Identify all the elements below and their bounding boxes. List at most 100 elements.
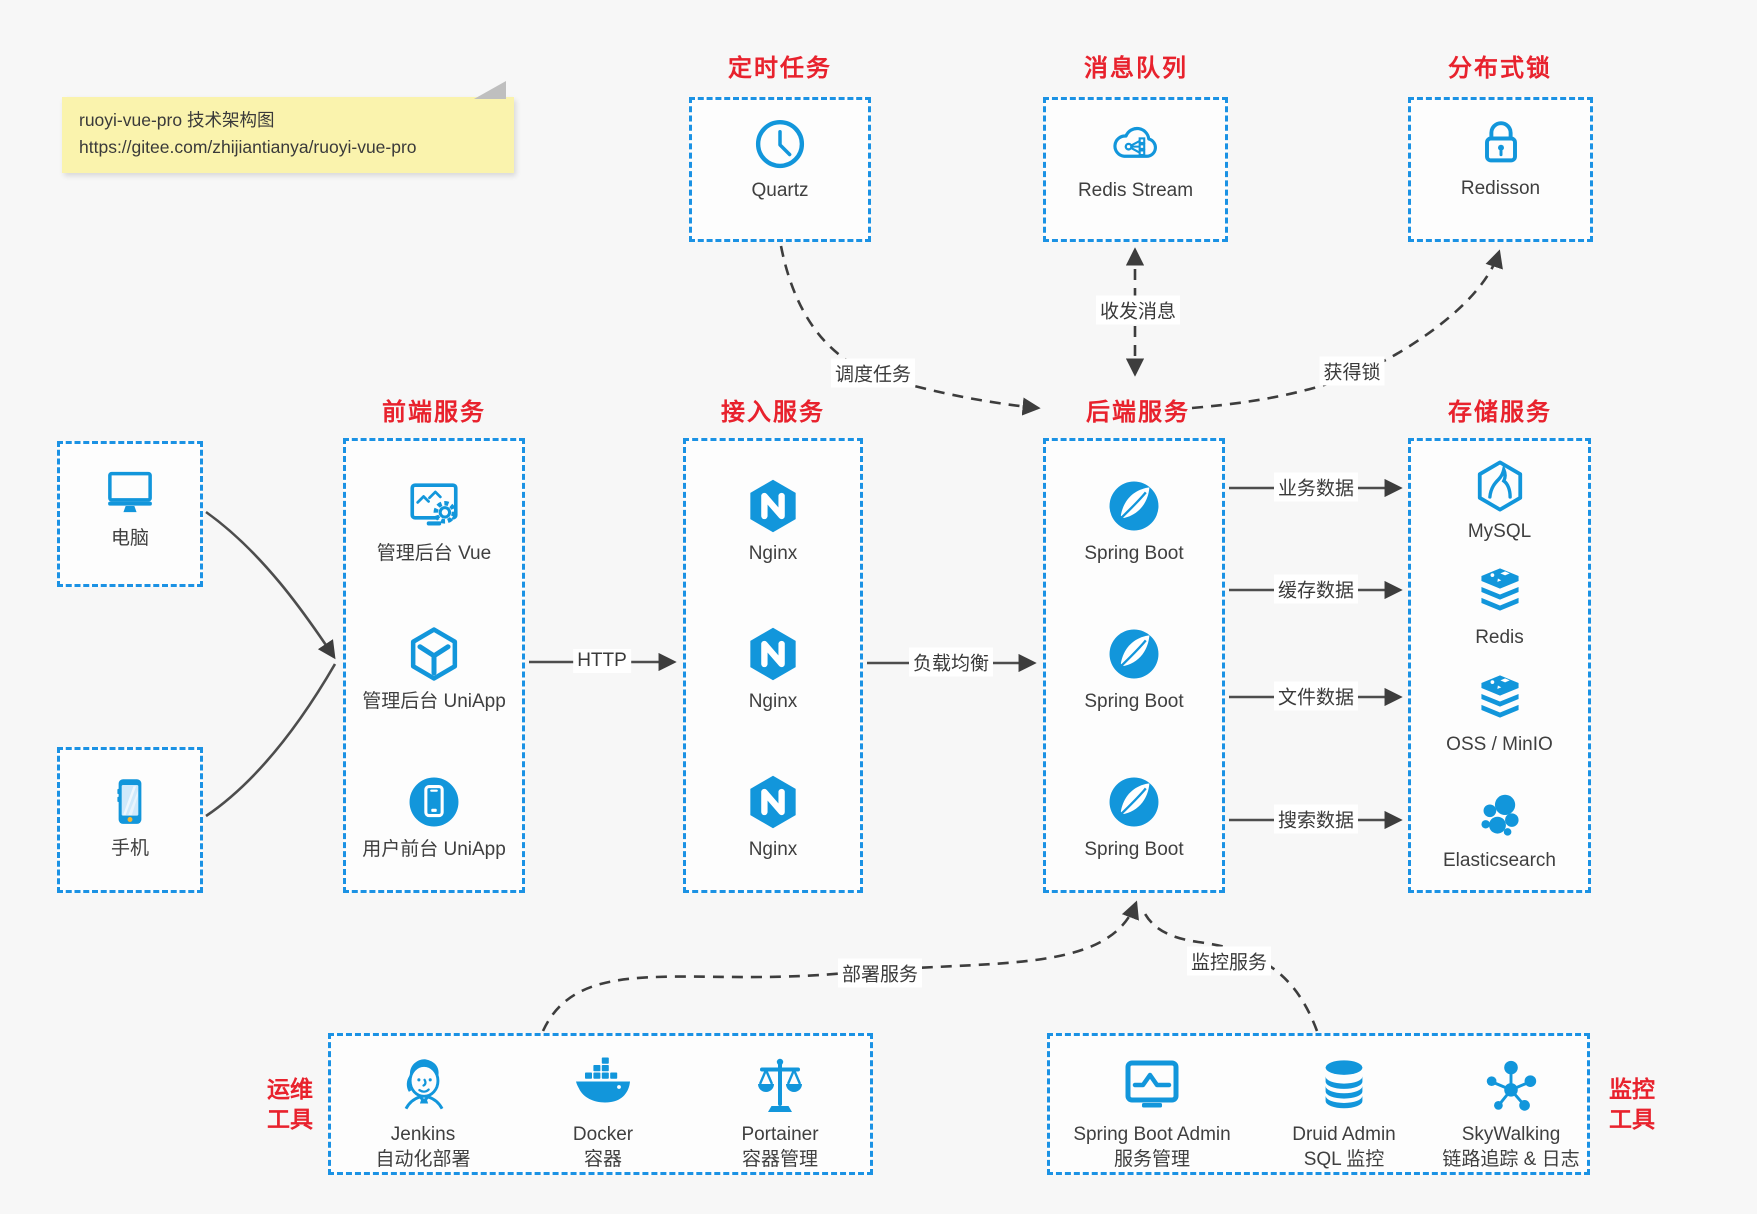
node-mobile: 手机 xyxy=(60,774,200,861)
user-uniapp-icon xyxy=(346,773,522,831)
title-scheduled-jobs: 定时任务 xyxy=(728,55,832,82)
node-label: Quartz xyxy=(751,180,809,201)
edge-label-file: 文件数据 xyxy=(1273,681,1359,711)
node-label: 管理后台 Vue xyxy=(376,543,492,564)
box-mobile-client: 手机 xyxy=(57,747,203,893)
lock-icon xyxy=(1411,114,1590,170)
spring-icon xyxy=(1046,773,1222,831)
node-portainer: Portainer 容器管理 xyxy=(670,1050,890,1172)
uniapp-cube-icon xyxy=(346,625,522,683)
edge-label-cache: 缓存数据 xyxy=(1273,574,1359,604)
label-ops-line1: 运维 xyxy=(267,1076,313,1102)
title-frontend-services: 前端服务 xyxy=(382,399,486,426)
box-ops-tools: Jenkins 自动化部署 Docker 容器 xyxy=(328,1033,873,1175)
clock-icon xyxy=(692,116,868,172)
title-backend-services: 后端服务 xyxy=(1086,399,1190,426)
edge-mobile-to-frontend xyxy=(205,663,337,818)
node-label: Spring Boot xyxy=(1084,691,1184,712)
node-name: Jenkins xyxy=(390,1124,456,1145)
node-jenkins: Jenkins 自动化部署 xyxy=(313,1050,533,1172)
node-label: Nginx xyxy=(748,691,798,712)
sticky-note-fold-icon xyxy=(474,81,506,99)
edge-label-load-balance: 负载均衡 xyxy=(908,647,994,677)
node-skywalking: SkyWalking 链路追踪 & 日志 xyxy=(1401,1050,1621,1172)
box-pc-client: 电脑 xyxy=(57,441,203,587)
spring-icon xyxy=(1046,477,1222,535)
node-desc: 链路追踪 & 日志 xyxy=(1442,1149,1580,1170)
edge-label-message: 收发消息 xyxy=(1095,295,1181,325)
node-nginx-1: Nginx xyxy=(686,477,860,566)
docker-icon xyxy=(493,1050,713,1122)
node-elasticsearch: Elasticsearch xyxy=(1411,788,1588,873)
label-ops-tools: 运维 工具 xyxy=(267,1074,313,1134)
edge-label-monitor: 监控服务 xyxy=(1186,946,1272,976)
node-label: Spring Boot xyxy=(1084,543,1184,564)
label-monitor-line1: 监控 xyxy=(1609,1076,1655,1102)
node-name: Druid Admin xyxy=(1292,1124,1396,1145)
label-ops-line2: 工具 xyxy=(267,1106,313,1132)
node-redis: Redis xyxy=(1411,565,1588,650)
node-redisson: Redisson xyxy=(1411,114,1590,201)
title-gateway-services: 接入服务 xyxy=(721,399,825,426)
node-springboot-3: Spring Boot xyxy=(1046,773,1222,862)
box-monitor-tools: Spring Boot Admin 服务管理 Druid Admin SQL 监… xyxy=(1047,1033,1590,1175)
node-pc: 电脑 xyxy=(60,464,200,551)
admin-vue-icon xyxy=(346,477,522,535)
cloud-stream-icon xyxy=(1046,116,1225,172)
node-desc: 自动化部署 xyxy=(375,1149,471,1170)
node-label: MySQL xyxy=(1467,521,1532,542)
node-label: 管理后台 UniApp xyxy=(362,691,506,712)
node-quartz: Quartz xyxy=(692,116,868,203)
node-name: Docker xyxy=(572,1124,634,1145)
label-monitor-line2: 工具 xyxy=(1609,1106,1655,1132)
node-label: Redisson xyxy=(1460,178,1541,199)
box-redisson: Redisson xyxy=(1408,97,1593,242)
node-name: Spring Boot Admin xyxy=(1073,1124,1231,1145)
admin-monitor-icon xyxy=(1042,1050,1262,1122)
edge-label-deploy: 部署服务 xyxy=(837,958,923,988)
edge-label-business: 业务数据 xyxy=(1273,472,1359,502)
spring-icon xyxy=(1046,625,1222,683)
label-monitor-tools: 监控 工具 xyxy=(1609,1074,1655,1134)
box-redis-stream: Redis Stream xyxy=(1043,97,1228,242)
edge-label-lock: 获得锁 xyxy=(1319,356,1385,386)
node-oss-minio: OSS / MinIO xyxy=(1411,672,1588,757)
title-distributed-lock: 分布式锁 xyxy=(1448,55,1552,82)
node-label: 手机 xyxy=(110,838,149,859)
edge-label-schedule: 调度任务 xyxy=(830,358,916,388)
portainer-icon xyxy=(670,1050,890,1122)
node-name: Portainer xyxy=(741,1124,819,1145)
node-label: 用户前台 UniApp xyxy=(362,839,506,860)
title-storage-services: 存储服务 xyxy=(1448,399,1552,426)
box-storage: MySQL Redis xyxy=(1408,438,1591,893)
node-desc: 容器管理 xyxy=(741,1149,818,1170)
nginx-icon xyxy=(686,773,860,831)
title-message-queue: 消息队列 xyxy=(1084,55,1188,82)
edge-label-search: 搜索数据 xyxy=(1273,804,1359,834)
node-admin-uniapp: 管理后台 UniApp xyxy=(346,625,522,714)
nginx-icon xyxy=(686,625,860,683)
smartphone-icon xyxy=(60,774,200,830)
node-druid-admin: Druid Admin SQL 监控 xyxy=(1234,1050,1454,1172)
skywalking-icon xyxy=(1401,1050,1621,1122)
node-nginx-2: Nginx xyxy=(686,625,860,714)
note-url: https://gitee.com/zhijiantianya/ruoyi-vu… xyxy=(79,137,417,157)
redis-stack-icon xyxy=(1411,672,1588,726)
edge-pc-to-frontend xyxy=(205,510,336,660)
node-label: 电脑 xyxy=(110,528,149,549)
node-springboot-1: Spring Boot xyxy=(1046,477,1222,566)
edge-label-http: HTTP xyxy=(573,649,631,673)
box-frontend: 管理后台 Vue 管理后台 UniApp 用户前台 UniApp xyxy=(343,438,525,893)
node-docker: Docker 容器 xyxy=(493,1050,713,1172)
sticky-note: ruoyi-vue-pro 技术架构图 https://gitee.com/zh… xyxy=(62,81,514,173)
node-desc: 容器 xyxy=(583,1149,622,1170)
desktop-icon xyxy=(60,464,200,520)
node-name: SkyWalking xyxy=(1461,1124,1561,1145)
box-backend: Spring Boot Spring Boot Spring Boot xyxy=(1043,438,1225,893)
node-desc: SQL 监控 xyxy=(1303,1149,1385,1170)
elasticsearch-icon xyxy=(1411,788,1588,842)
node-label: Redis xyxy=(1475,627,1524,648)
node-label: Nginx xyxy=(748,543,798,564)
box-gateway: Nginx Nginx Nginx xyxy=(683,438,863,893)
node-label: Redis Stream xyxy=(1077,180,1194,201)
